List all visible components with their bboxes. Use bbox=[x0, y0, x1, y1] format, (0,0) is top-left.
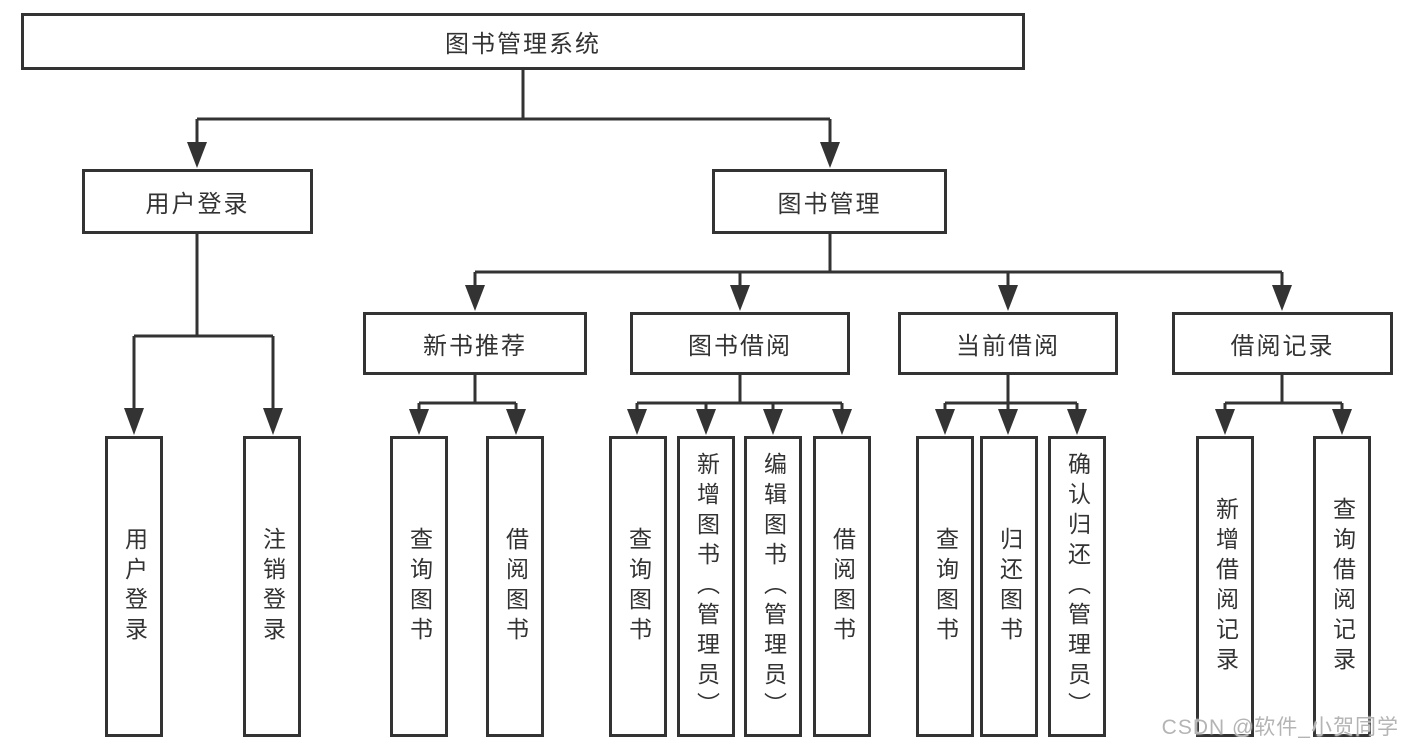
node-borrow-record: 借阅记录 bbox=[1172, 312, 1393, 375]
leaf-current-query-books-label: 查询图书 bbox=[932, 526, 959, 647]
leaf-return-books-label: 归还图书 bbox=[996, 526, 1023, 647]
node-book-borrow-label: 图书借阅 bbox=[688, 333, 792, 360]
connector-current-borrow bbox=[935, 375, 1087, 435]
leaf-borrow-query-books: 查询图书 bbox=[609, 436, 667, 737]
leaf-borrow-books-label: 借阅图书 bbox=[829, 526, 856, 647]
connector-borrow-record bbox=[1215, 375, 1352, 435]
leaf-add-borrow-record: 新增借阅记录 bbox=[1196, 436, 1254, 737]
node-user-login-label: 用户登录 bbox=[145, 191, 250, 218]
connector-new-book bbox=[409, 375, 526, 435]
leaf-query-borrow-record-label: 查询借阅记录 bbox=[1329, 496, 1356, 677]
node-current-borrow-label: 当前借阅 bbox=[956, 333, 1060, 360]
node-new-book-recommend-label: 新书推荐 bbox=[423, 333, 527, 360]
leaf-borrow-query-books-label: 查询图书 bbox=[625, 526, 652, 647]
leaf-newbook-borrow-books-label: 借阅图书 bbox=[502, 526, 529, 647]
node-book-management-label: 图书管理 bbox=[777, 191, 882, 218]
node-user-login: 用户登录 bbox=[82, 169, 313, 234]
leaf-newbook-borrow-books: 借阅图书 bbox=[486, 436, 544, 737]
leaf-logout: 注销登录 bbox=[243, 436, 301, 737]
csdn-watermark: CSDN @软件_小贺同学 bbox=[1161, 716, 1399, 739]
connector-root bbox=[187, 69, 840, 168]
leaf-newbook-query-books-label: 查询图书 bbox=[406, 526, 433, 647]
node-borrow-record-label: 借阅记录 bbox=[1230, 333, 1335, 360]
connector-book-borrow bbox=[627, 375, 852, 435]
connector-mgmt bbox=[465, 234, 1292, 311]
node-current-borrow: 当前借阅 bbox=[898, 312, 1118, 375]
leaf-user-login-label: 用户登录 bbox=[121, 526, 148, 647]
node-book-borrow: 图书借阅 bbox=[630, 312, 850, 375]
leaf-query-borrow-record: 查询借阅记录 bbox=[1313, 436, 1371, 737]
leaf-newbook-query-books: 查询图书 bbox=[390, 436, 448, 737]
leaf-add-books-admin-label: 新增图书（管理员） bbox=[693, 451, 720, 722]
leaf-return-books: 归还图书 bbox=[980, 436, 1038, 737]
leaf-add-books-admin: 新增图书（管理员） bbox=[677, 436, 735, 737]
leaf-confirm-return-admin-label: 确认归还（管理员） bbox=[1064, 451, 1091, 722]
leaf-current-query-books: 查询图书 bbox=[916, 436, 974, 737]
leaf-logout-label: 注销登录 bbox=[259, 526, 286, 647]
node-root: 图书管理系统 bbox=[21, 13, 1025, 70]
leaf-borrow-books: 借阅图书 bbox=[813, 436, 871, 737]
node-book-management: 图书管理 bbox=[712, 169, 947, 234]
node-root-label: 图书管理系统 bbox=[445, 31, 601, 58]
node-new-book-recommend: 新书推荐 bbox=[363, 312, 587, 375]
leaf-edit-books-admin-label: 编辑图书（管理员） bbox=[760, 451, 787, 722]
leaf-edit-books-admin: 编辑图书（管理员） bbox=[744, 436, 802, 737]
connector-login bbox=[124, 234, 283, 435]
leaf-confirm-return-admin: 确认归还（管理员） bbox=[1048, 436, 1106, 737]
leaf-user-login: 用户登录 bbox=[105, 436, 163, 737]
leaf-add-borrow-record-label: 新增借阅记录 bbox=[1212, 496, 1239, 677]
